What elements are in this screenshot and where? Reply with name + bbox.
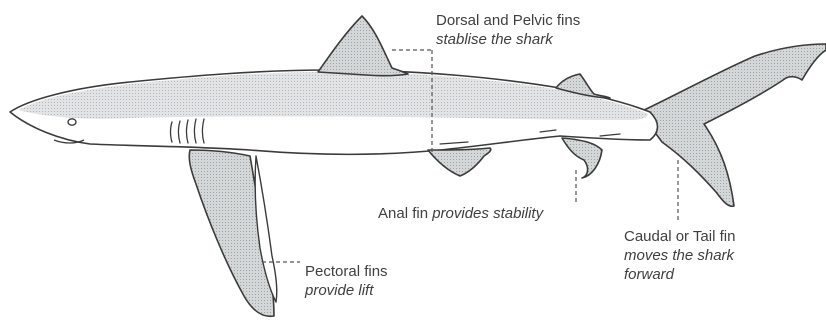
dorsal-shading — [18, 72, 648, 120]
pectoral-fin-subtitle: provide lift — [305, 281, 388, 300]
dorsal-pelvic-label: Dorsal and Pelvic fins stablise the shar… — [436, 11, 580, 49]
anal-fin — [562, 138, 602, 178]
caudal-fin-title: Caudal or Tail fin — [624, 227, 735, 246]
pelvic-fin — [428, 148, 491, 176]
caudal-fin-subtitle-line2: forward — [624, 265, 735, 284]
first-dorsal-fin — [318, 16, 408, 76]
dorsal-pelvic-subtitle: stablise the shark — [436, 30, 580, 49]
dorsal-pelvic-title: Dorsal and Pelvic fins — [436, 11, 580, 30]
eye — [68, 119, 76, 125]
caudal-fin — [640, 44, 826, 206]
pectoral-fin-title: Pectoral fins — [305, 262, 388, 281]
caudal-fin-label: Caudal or Tail fin moves the shark forwa… — [624, 227, 735, 284]
pectoral-fin-label: Pectoral fins provide lift — [305, 262, 388, 300]
caudal-fin-subtitle-line1: moves the shark — [624, 246, 735, 265]
anal-fin-label: Anal fin provides stability — [378, 204, 543, 223]
anal-fin-title: Anal fin — [378, 205, 432, 222]
anal-fin-subtitle: provides stability — [432, 205, 543, 222]
